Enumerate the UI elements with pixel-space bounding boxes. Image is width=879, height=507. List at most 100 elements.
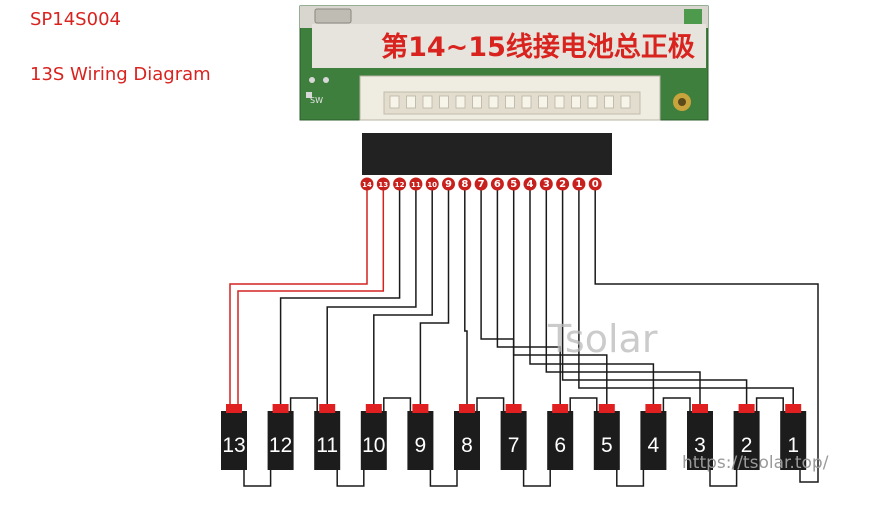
banner-text: 第14~15线接电池总正极	[381, 31, 695, 63]
cell-positive-terminal	[365, 404, 382, 413]
cell-label: 4	[648, 434, 660, 457]
pin-badge	[425, 177, 439, 191]
pin-badge	[539, 177, 553, 191]
battery-cell-5: 5	[593, 404, 620, 470]
series-link	[383, 397, 412, 411]
cell-positive-terminal	[785, 404, 802, 413]
diagram-title: 13S Wiring Diagram	[30, 64, 211, 85]
pin-label: 7	[478, 179, 485, 190]
cell-body	[221, 411, 247, 470]
sense-wire-2	[561, 190, 748, 411]
cell-positive-terminal	[738, 404, 755, 413]
pin-4: 4	[523, 177, 537, 191]
series-link	[709, 470, 738, 487]
battery-cell-13: 13	[221, 404, 247, 470]
series-link	[522, 470, 551, 487]
series-link	[569, 397, 598, 411]
sense-wire-5	[512, 190, 608, 411]
pin-11: 11	[409, 177, 423, 191]
pin-7: 7	[474, 177, 488, 191]
bms-board-photo: 第14~15线接电池总正极 SW	[299, 5, 709, 121]
pin-5: 5	[507, 177, 521, 191]
series-link	[662, 397, 691, 411]
cell-body	[267, 411, 294, 470]
cell-label: 9	[415, 434, 427, 457]
cell-label: 12	[269, 434, 292, 457]
cell-body	[593, 411, 620, 470]
cell-positive-terminal	[505, 404, 522, 413]
solder-pad-icon	[323, 77, 329, 83]
pin-label: 14	[362, 181, 372, 189]
cell-body	[454, 411, 480, 470]
pin-12: 12	[393, 177, 407, 191]
battery-cell-8: 8	[454, 404, 480, 470]
series-link	[755, 397, 784, 411]
pin-6: 6	[490, 177, 504, 191]
cell-label: 6	[554, 434, 566, 457]
cell-body	[500, 411, 527, 470]
model-code: SP14S004	[30, 9, 121, 30]
pin-badge	[507, 177, 521, 191]
series-link	[476, 397, 505, 411]
battery-cell-4: 4	[640, 404, 667, 470]
cell-label: 7	[508, 434, 520, 457]
pin-2: 2	[556, 177, 570, 191]
pin-label: 9	[445, 179, 452, 190]
pin-label: 3	[543, 179, 550, 190]
battery-cell-2: 2	[733, 404, 760, 470]
pin-badge	[409, 177, 423, 191]
pin-label: 5	[510, 179, 517, 190]
pin-3: 3	[539, 177, 553, 191]
pin-badge	[523, 177, 537, 191]
pin-1: 1	[572, 177, 586, 191]
cell-label: 13	[222, 434, 245, 457]
cell-positive-terminal	[645, 404, 662, 413]
cell-body	[547, 411, 574, 470]
cell-label: 8	[461, 434, 473, 457]
pin-badge	[490, 177, 504, 191]
connector-slots	[389, 95, 631, 109]
series-link	[616, 470, 645, 487]
sense-wire-10	[373, 190, 433, 411]
pin-label: 10	[427, 181, 437, 189]
battery-cell-9: 9	[407, 404, 434, 470]
pin-14: 14	[360, 177, 374, 191]
battery-cell-6: 6	[547, 404, 574, 470]
cell-label: 2	[741, 434, 753, 457]
switch-label: SW	[310, 96, 323, 105]
cell-label: 11	[316, 434, 338, 457]
pin-badge	[393, 177, 407, 191]
cell-label: 5	[601, 434, 613, 457]
pin-badge	[474, 177, 488, 191]
sense-wire-13	[237, 190, 385, 411]
cell-body	[360, 411, 387, 470]
pin-badge	[458, 177, 472, 191]
pin-label: 12	[395, 181, 405, 189]
battery-cell-12: 12	[267, 404, 294, 470]
cell-positive-terminal	[226, 404, 242, 413]
sense-wire-14	[229, 190, 368, 411]
sense-wire-12	[279, 190, 401, 411]
series-link	[243, 470, 272, 487]
sense-wire-4	[529, 190, 655, 411]
pin-0: 0	[588, 177, 602, 191]
sense-wire-0	[594, 190, 819, 483]
brand-watermark: Tsolar	[547, 317, 658, 361]
cell-label: 10	[362, 434, 385, 457]
cell-positive-terminal	[459, 404, 475, 413]
sense-wire-11	[326, 190, 417, 411]
banner-bar	[312, 24, 706, 68]
pin-label: 13	[378, 181, 388, 189]
series-link	[289, 397, 318, 411]
series-link	[336, 470, 365, 487]
pin-badge	[376, 177, 390, 191]
battery-cell-1: 1	[780, 404, 807, 470]
cell-body	[314, 411, 341, 470]
connector-plug	[362, 133, 612, 175]
pin-label: 11	[411, 181, 421, 189]
url-watermark: https://tsolar.top/	[682, 453, 829, 473]
sense-wire-8	[464, 190, 468, 411]
pin-badge	[556, 177, 570, 191]
battery-cell-11: 11	[314, 404, 341, 470]
battery-cell-7: 7	[500, 404, 527, 470]
